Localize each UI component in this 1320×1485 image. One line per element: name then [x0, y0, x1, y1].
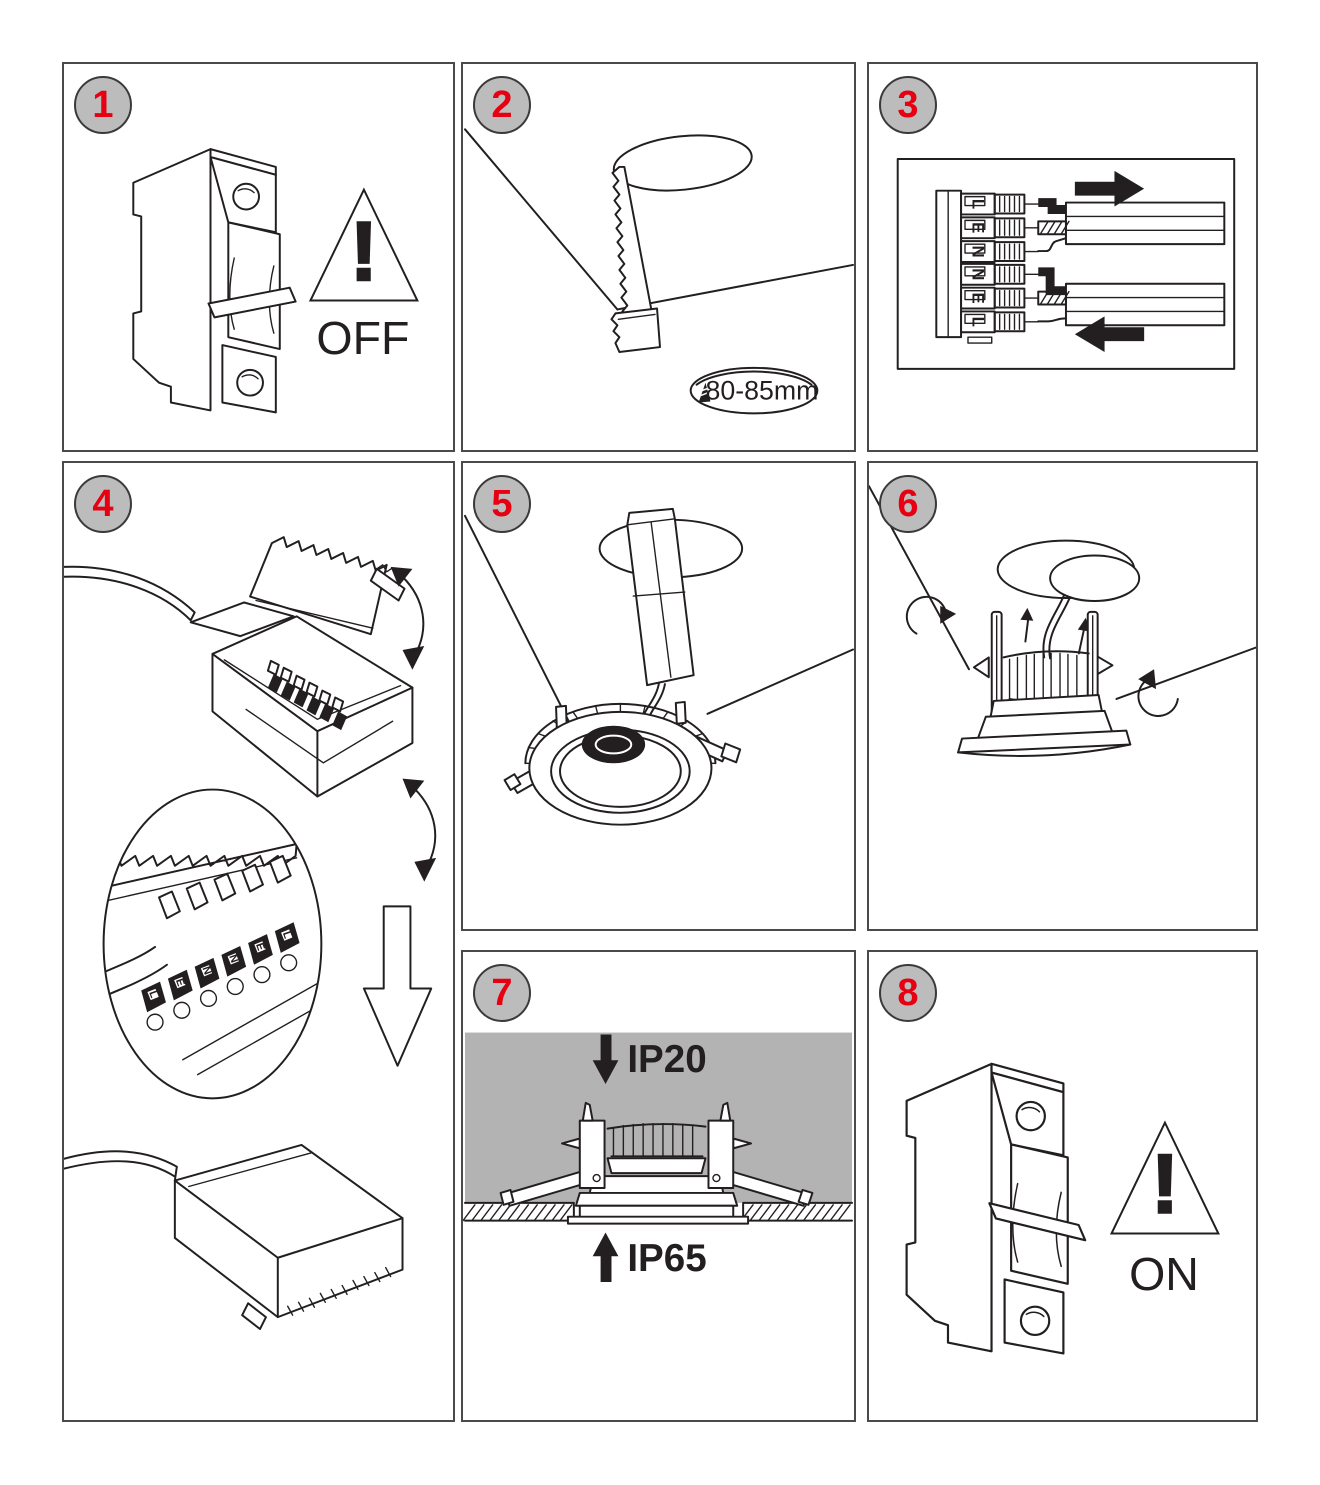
saw-blade-icon	[610, 165, 661, 354]
return-arrow-icon	[1074, 316, 1145, 353]
terminal-label: N	[968, 245, 987, 257]
driver-box-through-hole	[626, 507, 695, 687]
downlight-cross-section	[499, 1101, 814, 1225]
circuit-breaker-off-icon	[132, 148, 297, 414]
breaker-on-label: ON	[1129, 1248, 1199, 1300]
step-8-illustration: ! ON	[905, 1062, 1220, 1355]
terminal-label: E	[968, 292, 987, 303]
step-3-illustration: L E N N	[896, 158, 1236, 370]
down-arrow-icon	[592, 1034, 619, 1085]
terminal-label: E	[968, 222, 987, 233]
step-2-number: 2	[491, 83, 513, 126]
step-1-badge: 1	[74, 76, 132, 134]
supply-cable-top	[1037, 198, 1226, 253]
rotate-clip-arrow-left	[905, 595, 957, 635]
downlight-with-clips-up	[957, 610, 1132, 757]
hole-dimension-callout: 80-85mm	[689, 366, 818, 415]
supply-cable-bottom	[1037, 267, 1226, 327]
circuit-breaker-on-icon	[905, 1062, 1087, 1355]
step-4-illustration: L E N N E L	[64, 536, 437, 1331]
step-4-badge: 4	[74, 475, 132, 533]
step-2-illustration: 80-85mm	[464, 128, 854, 415]
terminal-row: E	[960, 216, 1039, 240]
warning-triangle-icon: !	[308, 187, 419, 302]
step-7-number: 7	[491, 971, 513, 1014]
step-5-panel: 5	[461, 461, 856, 931]
zoom-terminals: L E N N E L	[141, 922, 300, 1013]
ip65-label: IP65	[627, 1237, 706, 1280]
step-7-badge: 7	[473, 964, 531, 1022]
terminal-label: L	[280, 930, 294, 941]
recessed-downlight	[503, 700, 742, 826]
terminal-label: N	[968, 268, 987, 280]
led-lens	[581, 725, 646, 764]
step-8-number: 8	[897, 971, 919, 1014]
step-3-panel: 3 L E	[867, 62, 1258, 452]
terminal-label: N	[226, 953, 240, 965]
rotate-clip-arrow-right	[1137, 669, 1179, 717]
step-7-illustration: IP20 IP65	[463, 1032, 854, 1283]
trim-bezel	[566, 1215, 750, 1225]
cutout-plug	[610, 307, 661, 354]
step-2-panel: 2 80-85mm	[461, 62, 856, 452]
step-8-panel: 8 ! ON	[867, 950, 1258, 1422]
up-arrow-icon	[592, 1232, 619, 1283]
warning-triangle-icon: !	[1109, 1120, 1220, 1235]
ceiling-hole	[612, 134, 753, 192]
open-close-arrow-icon	[390, 566, 425, 670]
step-4-panel: 4	[62, 461, 455, 1422]
step-7-panel: 7	[461, 950, 856, 1422]
step-8-badge: 8	[879, 964, 937, 1022]
terminal-label: N	[200, 965, 214, 977]
ip65-annotation: IP65	[592, 1232, 707, 1283]
step-4-number: 4	[92, 482, 114, 525]
terminal-block-in-box	[266, 659, 348, 731]
step-6-number: 6	[897, 482, 919, 525]
terminal-row: N	[960, 262, 1039, 286]
ceiling-plane-lines	[464, 128, 854, 311]
terminal-label: L	[968, 199, 987, 209]
step-6-badge: 6	[879, 475, 937, 533]
step-6-panel: 6	[867, 461, 1258, 931]
ip20-label: IP20	[627, 1038, 706, 1081]
terminal-row: N	[960, 240, 1039, 263]
warning-mark: !	[350, 205, 378, 298]
terminal-label: E	[173, 977, 187, 988]
open-driver-box	[64, 536, 414, 798]
step-3-number: 3	[897, 83, 919, 126]
step-1-panel: 1 ! OFF	[62, 62, 455, 452]
ip20-annotation: IP20	[592, 1034, 707, 1085]
breaker-off-label: OFF	[316, 312, 409, 364]
terminal-label: E	[253, 941, 267, 952]
step-5-illustration	[463, 507, 854, 826]
terminal-row: L	[960, 192, 1039, 216]
terminal-block: L E N N	[935, 189, 1039, 344]
step-6-illustration	[869, 485, 1256, 757]
push-up-arrows	[1020, 607, 1091, 655]
step-5-number: 5	[491, 482, 513, 525]
insert-arrow-icon	[1074, 170, 1145, 207]
wiring-diagram-frame	[896, 158, 1236, 370]
step-1-number: 1	[92, 83, 114, 126]
warning-mark: !	[1151, 1138, 1179, 1231]
terminal-label: L	[968, 317, 987, 327]
driver-box-top	[1049, 554, 1141, 602]
step-5-badge: 5	[473, 475, 531, 533]
down-arrow-outline-icon	[362, 905, 433, 1067]
step-3-badge: 3	[879, 76, 937, 134]
closed-driver-box	[64, 1143, 404, 1331]
terminal-row: L	[960, 310, 1039, 334]
terminal-zoom-detail: L E N N E L	[102, 788, 323, 1100]
mini-saw-icon	[698, 382, 711, 403]
terminal-row: E	[960, 286, 1039, 310]
step-1-illustration: ! OFF	[132, 148, 419, 414]
plenum-area	[464, 1032, 853, 1203]
step-2-badge: 2	[473, 76, 531, 134]
hole-diameter-label: 80-85mm	[705, 376, 818, 406]
terminal-label: L	[146, 989, 160, 1000]
close-lid-arrow-icon	[402, 778, 437, 882]
